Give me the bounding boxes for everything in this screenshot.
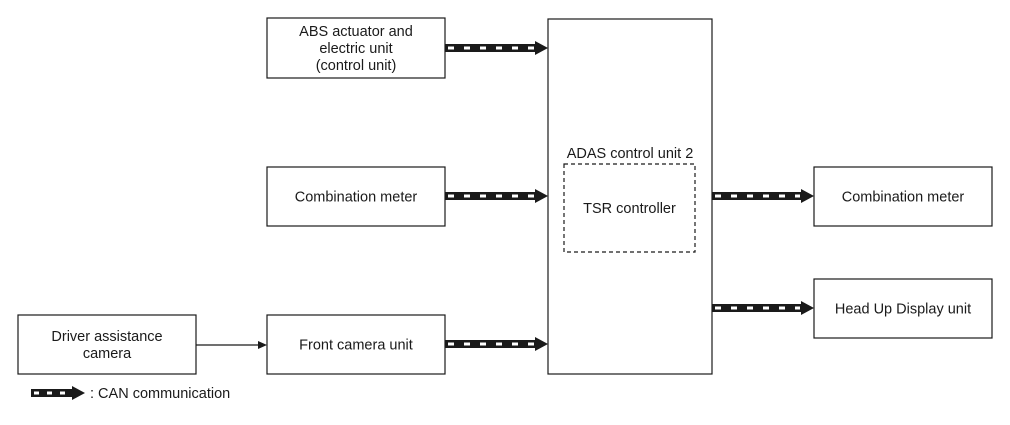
front-camera-unit-box: Front camera unit bbox=[266, 314, 446, 375]
node-label: (control unit) bbox=[316, 58, 397, 74]
node-label: electric unit bbox=[319, 41, 392, 57]
box-outline bbox=[17, 314, 197, 375]
node-label: Driver assistance bbox=[51, 329, 162, 345]
combination-meter-input-box: Combination meter bbox=[266, 166, 446, 227]
head-up-display-box: Head Up Display unit bbox=[813, 278, 993, 339]
box-outline bbox=[266, 17, 446, 79]
arrowhead-icon bbox=[535, 337, 548, 351]
legend-label: : CAN communication bbox=[90, 386, 230, 402]
connection-abs-to-adas bbox=[445, 41, 548, 55]
connection-front-camera-to-adas bbox=[445, 337, 548, 351]
connection-meter-in-to-adas bbox=[445, 189, 548, 203]
box-outline bbox=[813, 166, 993, 227]
node-label: Head Up Display unit bbox=[835, 302, 971, 318]
can-arrow-icon bbox=[31, 386, 85, 400]
connection-adas-to-hud bbox=[712, 301, 814, 315]
node-label: ADAS control unit 2 bbox=[567, 146, 694, 162]
node-label: camera bbox=[83, 346, 132, 362]
node-label: Combination meter bbox=[295, 190, 418, 206]
arrowhead-icon bbox=[801, 189, 814, 203]
connection-adas-to-meter-out bbox=[712, 189, 814, 203]
box-outline bbox=[563, 163, 696, 253]
node-label: Front camera unit bbox=[299, 338, 413, 354]
box-outline bbox=[266, 166, 446, 227]
arrowhead-icon bbox=[801, 301, 814, 315]
node-label: ABS actuator and bbox=[299, 24, 413, 40]
arrowhead-icon bbox=[535, 189, 548, 203]
node-label: Combination meter bbox=[842, 190, 965, 206]
box-outline bbox=[266, 314, 446, 375]
node-label: TSR controller bbox=[583, 201, 676, 217]
legend: : CAN communication bbox=[31, 386, 230, 402]
box-outline bbox=[813, 278, 993, 339]
tsr-controller-box: TSR controller bbox=[563, 163, 696, 253]
connection-driver-camera-to-front-camera bbox=[196, 341, 267, 349]
arrowhead-icon bbox=[535, 41, 548, 55]
arrowhead-icon bbox=[258, 341, 267, 349]
combination-meter-output-box: Combination meter bbox=[813, 166, 993, 227]
